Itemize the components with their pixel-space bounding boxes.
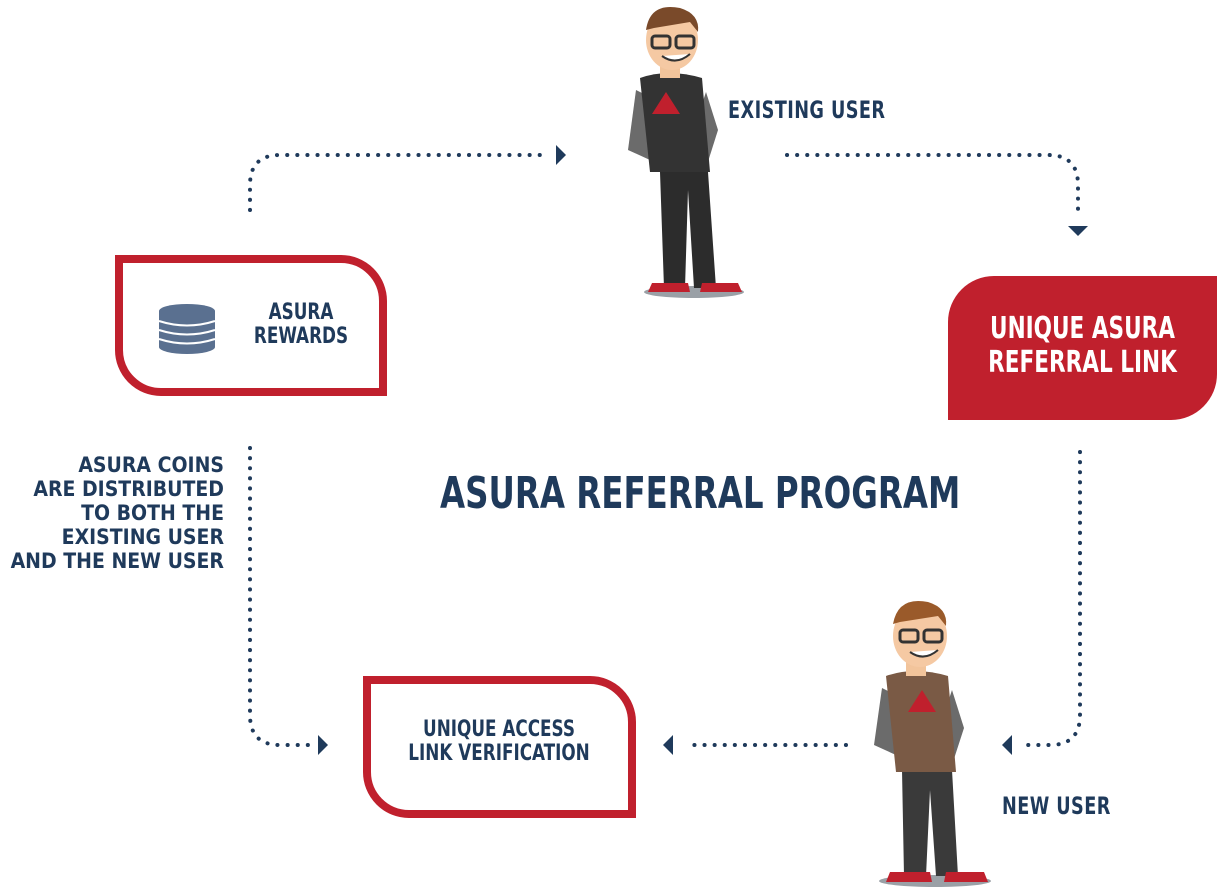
connector-rewards-to-existing (248, 153, 550, 212)
existing-user-label: Existing User (728, 96, 886, 124)
access-verification-box: Unique Access Link Verification (363, 676, 636, 818)
arrowhead-left-access (663, 735, 673, 755)
referral-link-label: Unique Asura Referral Link (988, 311, 1177, 380)
connector-link-to-new (1020, 450, 1082, 747)
diagram-title: Asura Referral Program (440, 468, 961, 519)
coin-stack-icon (158, 304, 216, 354)
arrowhead-down-link (1068, 226, 1088, 236)
arrowhead-left-new (1002, 735, 1012, 755)
referral-link-box: Unique Asura Referral Link (948, 276, 1217, 420)
access-verification-label: Unique Access Link Verification (408, 717, 590, 766)
rewards-box: Asura Rewards (115, 255, 387, 396)
connector-existing-to-link (785, 153, 1080, 217)
connector-rewards-to-access (248, 446, 312, 747)
coins-distribution-note: Asura Coins are distributed to both the … (10, 453, 224, 573)
arrowhead-right-access (318, 735, 328, 755)
new-user-label: New User (1002, 792, 1111, 820)
arrowhead-right-top (556, 145, 566, 165)
rewards-label: Asura Rewards (253, 300, 349, 349)
